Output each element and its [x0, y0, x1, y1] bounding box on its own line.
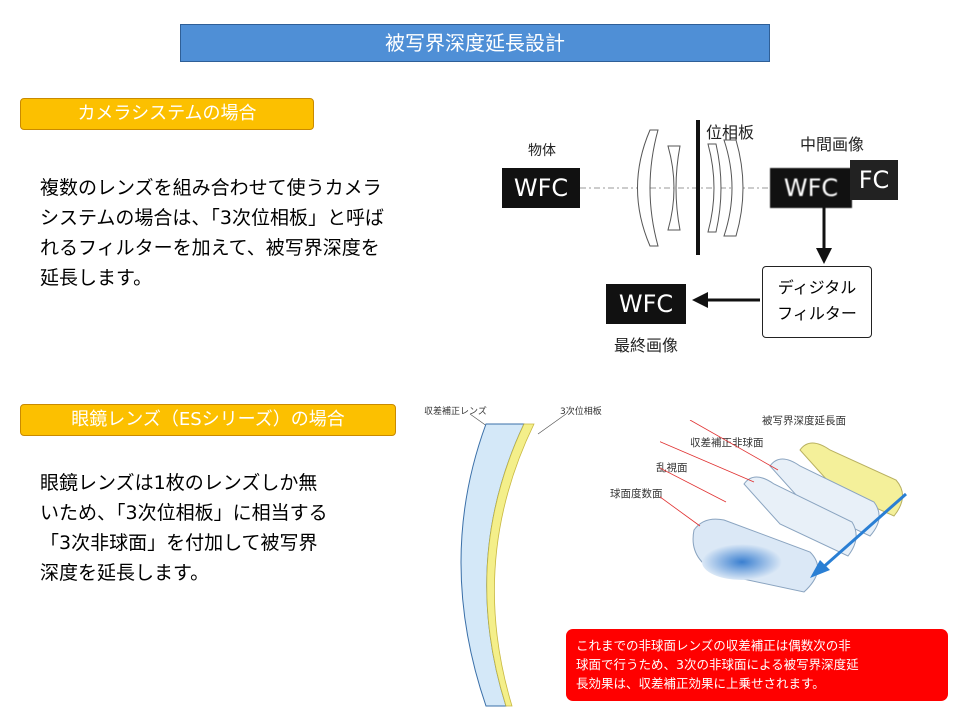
note-line: 長効果は、収差補正効果に上乗せされます。: [576, 676, 825, 691]
lens-element-3: [707, 143, 722, 233]
final-image-label: 最終画像: [614, 336, 679, 355]
section2-line: 深度を延長します。: [40, 562, 210, 584]
section1-line: れるフィルターを加えて、被写界深度を: [40, 237, 380, 259]
lens-group-illustration: [580, 120, 780, 255]
arrow-left-icon: [692, 292, 760, 308]
focus-blob: [702, 544, 782, 580]
intermediate-image-ghost: FC: [850, 160, 898, 200]
note-box: これまでの非球面レンズの収差補正は偶数次の非 球面で行うため、3次の非球面による…: [566, 629, 948, 701]
section-tag-eyeglass: 眼鏡レンズ（ESシリーズ）の場合: [20, 404, 396, 436]
layer-astigmatism: [743, 476, 857, 557]
filter-line: フィルター: [777, 304, 857, 323]
section-tag-camera: カメラシステムの場合: [20, 98, 314, 130]
section2-body: 眼鏡レンズは1枚のレンズしか無 いため、「3次位相板」に相当する 「3次非球面」…: [40, 468, 400, 588]
note-line: これまでの非球面レンズの収差補正は偶数次の非: [576, 638, 851, 653]
final-image: WFC: [606, 284, 686, 324]
phase-plate-label: 位相板: [706, 123, 755, 142]
digital-filter-box: ディジタル フィルター: [762, 266, 872, 338]
layer-label-4: 球面度数面: [610, 488, 663, 500]
note-line: 球面で行うため、3次の非球面による被写界深度延: [576, 657, 859, 672]
cubic-surface-layer: [486, 423, 535, 707]
section2-line: いため、「3次位相板」に相当する: [40, 502, 328, 524]
layer-label-2: 収差補正非球面: [690, 437, 764, 449]
phase-plate-mark: [696, 120, 700, 255]
intermediate-image-label: 中間画像: [800, 135, 865, 154]
section1-line: 延長します。: [40, 267, 153, 289]
layer-label-1: 被写界深度延長面: [762, 415, 846, 427]
page-title: 被写界深度延長設計: [180, 24, 770, 62]
lens-element-4: [723, 139, 744, 237]
intermediate-image-text: WFC: [770, 168, 852, 208]
section1-line: システムの場合は、「3次位相板」と呼ば: [40, 207, 385, 229]
section2-line: 「3次非球面」を付加して被写界: [40, 532, 318, 554]
layer-label-3: 乱視面: [656, 462, 688, 474]
lens-cross-section: [460, 413, 567, 707]
phase-plate-small-label: 3次位相板: [560, 407, 602, 417]
intermediate-image: WFC FC: [770, 160, 898, 208]
section2-line: 眼鏡レンズは1枚のレンズしか無: [40, 472, 318, 494]
object-label: 物体: [528, 143, 556, 159]
aberration-lens-label: 収差補正レンズ: [424, 407, 487, 417]
object-image: WFC: [502, 168, 580, 208]
arrow-down-icon: [816, 206, 832, 264]
layered-surfaces-illustration: [660, 420, 907, 593]
lens-element-1: [637, 129, 659, 247]
section1-line: 複数のレンズを組み合わせて使うカメラ: [40, 177, 382, 199]
layer-aberration: [769, 458, 880, 537]
layer-edof: [799, 442, 903, 517]
filter-line: ディジタル: [777, 278, 857, 297]
lens-element-2: [667, 145, 681, 231]
section1-body: 複数のレンズを組み合わせて使うカメラ システムの場合は、「3次位相板」と呼ば れ…: [40, 173, 460, 293]
